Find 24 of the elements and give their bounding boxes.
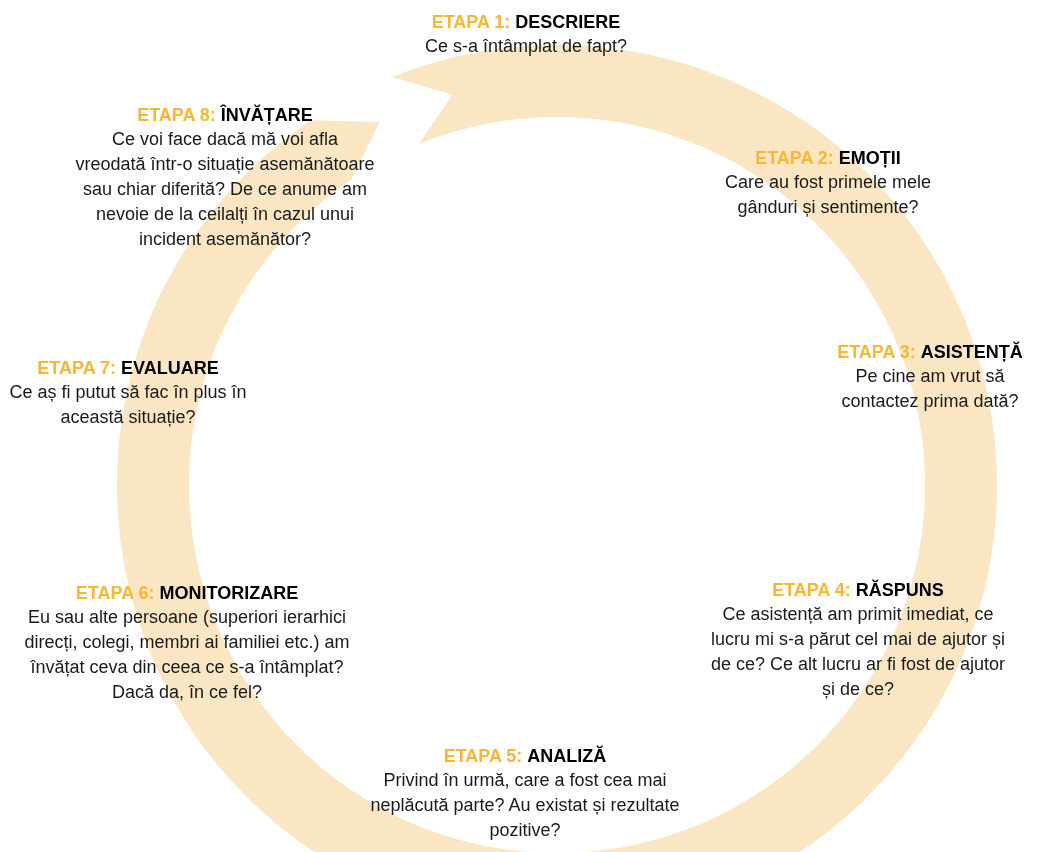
stage-question: Ce s-a întâmplat de fapt?: [424, 35, 628, 58]
stage-title: MONITORIZARE: [159, 583, 299, 603]
stage-title: EMOȚII: [838, 148, 901, 168]
stage-number: ETAPA 2:: [755, 148, 834, 168]
stage-number: ETAPA 5:: [443, 746, 523, 766]
stage-question: Pe cine am vrut să contactez prima dată?: [840, 365, 1020, 413]
stage-title: ASISTENȚĂ: [920, 342, 1023, 362]
stage-question: Ce asistență am primit imediat, ce lucru mi s-a părut cel mai de ajutor și de ce? Ce alt lucru ar fi fost de ajutor și de ce?: [709, 603, 1007, 701]
stage-number: ETAPA 6:: [75, 583, 155, 603]
stage-number: ETAPA 4:: [772, 580, 851, 600]
stage-number: ETAPA 1:: [431, 12, 511, 32]
stage-question: Ce aș fi putut să fac în plus în această situație?: [8, 381, 248, 429]
stage-title: ANALIZĂ: [527, 746, 607, 766]
stage-title: RĂSPUNS: [855, 580, 944, 600]
stage-title: ÎNVĂȚARE: [220, 105, 313, 125]
stage-title: DESCRIERE: [515, 12, 621, 32]
stage-question: Care au fost primele mele gânduri și sentimente?: [723, 171, 933, 219]
stage-number: ETAPA 7:: [37, 358, 116, 378]
stage-title: EVALUARE: [121, 358, 219, 378]
stage-question: Privind în urmă, care a fost cea mai neplăcută parte? Au existat și rezultate pozitive?: [370, 769, 680, 842]
stage-question: Ce voi face dacă mă voi afla vreodată într-o situație asemănătoare sau chiar diferită? De ce anume am nevoie de la ceilalți în cazul unui incident asemănător?: [75, 128, 375, 251]
stage-question: Eu sau alte persoane (superiori ierarhici direcți, colegi, membri ai familiei etc.) am învățat ceva din ceea ce s-a întâmplat? Dacă da, în ce fel?: [23, 606, 351, 704]
stage-number: ETAPA 8:: [137, 105, 216, 125]
stage-number: ETAPA 3:: [837, 342, 916, 362]
